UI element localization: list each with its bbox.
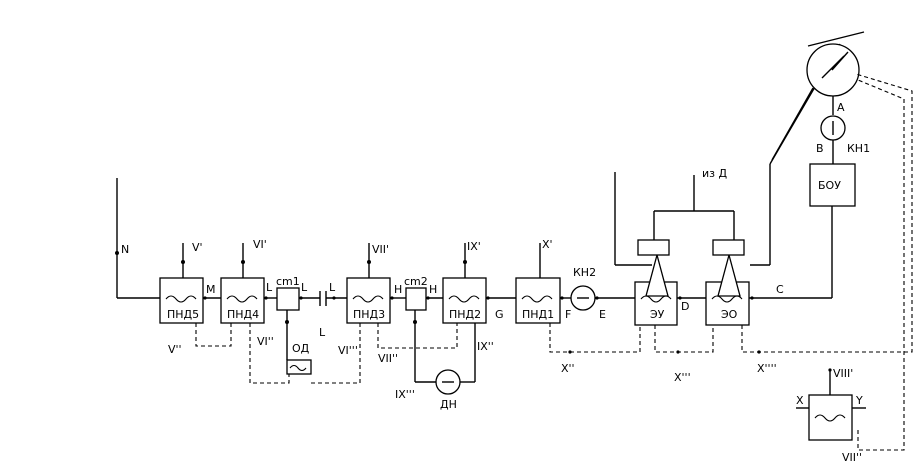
label-N: N <box>121 243 129 256</box>
pump-kn2[interactable] <box>570 285 596 311</box>
ejector-steam-supply <box>614 43 841 266</box>
labels: N M L L L L H H G F E D C B A V' VI' VII… <box>121 101 870 464</box>
label-boy: БОУ <box>818 179 841 192</box>
boy-unit[interactable] <box>809 163 856 207</box>
drain-pump-dn[interactable] <box>435 323 476 395</box>
drain-cooler-od[interactable] <box>286 359 312 375</box>
main-line <box>116 178 833 299</box>
label-Y: Y <box>855 394 863 407</box>
label-X4: X'''' <box>757 362 777 375</box>
label-dn: ДН <box>440 398 457 411</box>
ejector-eo[interactable] <box>705 239 750 326</box>
label-L2: L <box>301 281 308 294</box>
ejector-ey[interactable] <box>634 239 678 326</box>
label-cm1: cm1 <box>276 275 300 288</box>
heater-pnd2[interactable] <box>442 243 487 324</box>
pump-kn1[interactable] <box>820 115 846 164</box>
flange-marker <box>319 291 327 306</box>
label-cm2: cm2 <box>404 275 428 288</box>
label-pnd1: ПНД1 <box>522 308 554 321</box>
condenser[interactable] <box>771 31 865 161</box>
label-VII2: VII'' <box>378 352 398 365</box>
label-eo: ЭО <box>721 308 738 321</box>
label-H1: H <box>394 283 402 296</box>
label-L4: L <box>319 326 326 339</box>
label-H2: H <box>429 283 437 296</box>
label-VII-bottom: VII'' <box>842 451 862 464</box>
label-C: C <box>776 283 784 296</box>
label-kn2: КН2 <box>573 266 596 279</box>
label-D: D <box>681 300 689 313</box>
heater-pnd1[interactable] <box>515 243 561 324</box>
label-X2: X'' <box>561 362 575 375</box>
label-G: G <box>495 308 504 321</box>
label-X1: X' <box>542 238 553 251</box>
label-od: ОД <box>292 342 310 355</box>
label-L1: L <box>266 281 273 294</box>
label-pnd4: ПНД4 <box>227 308 259 321</box>
label-B: B <box>816 142 824 155</box>
aux-heater[interactable] <box>796 368 866 441</box>
heater-pnd4[interactable] <box>220 243 265 324</box>
mixer-cm2[interactable] <box>405 287 436 383</box>
label-L3: L <box>329 281 336 294</box>
mixer-cm1[interactable] <box>276 287 300 360</box>
label-X3: X''' <box>674 371 691 384</box>
label-ey: ЭУ <box>650 308 665 321</box>
drain-lines <box>195 73 913 451</box>
label-VI1: VI' <box>253 238 267 251</box>
label-from-D: из Д <box>702 167 727 180</box>
label-IX2: IX'' <box>477 340 494 353</box>
label-pnd5: ПНД5 <box>167 308 199 321</box>
label-pnd3: ПНД3 <box>353 308 385 321</box>
label-X: X <box>796 394 804 407</box>
label-IX3: IX''' <box>395 388 415 401</box>
label-kn1: КН1 <box>847 142 870 155</box>
label-V1: V' <box>192 241 203 254</box>
label-M: M <box>206 283 216 296</box>
label-VI3: VI''' <box>338 344 358 357</box>
label-F: F <box>565 308 571 321</box>
heater-pnd3[interactable] <box>346 243 391 324</box>
label-VIII1: VIII' <box>833 367 853 380</box>
label-VI2: VI'' <box>257 335 274 348</box>
label-E: E <box>599 308 606 321</box>
label-VII1: VII' <box>372 243 389 256</box>
label-A: A <box>837 101 845 114</box>
label-IX1: IX' <box>467 240 481 253</box>
label-V2: V'' <box>168 343 182 356</box>
label-pnd2: ПНД2 <box>449 308 481 321</box>
heater-pnd5[interactable] <box>159 243 204 324</box>
